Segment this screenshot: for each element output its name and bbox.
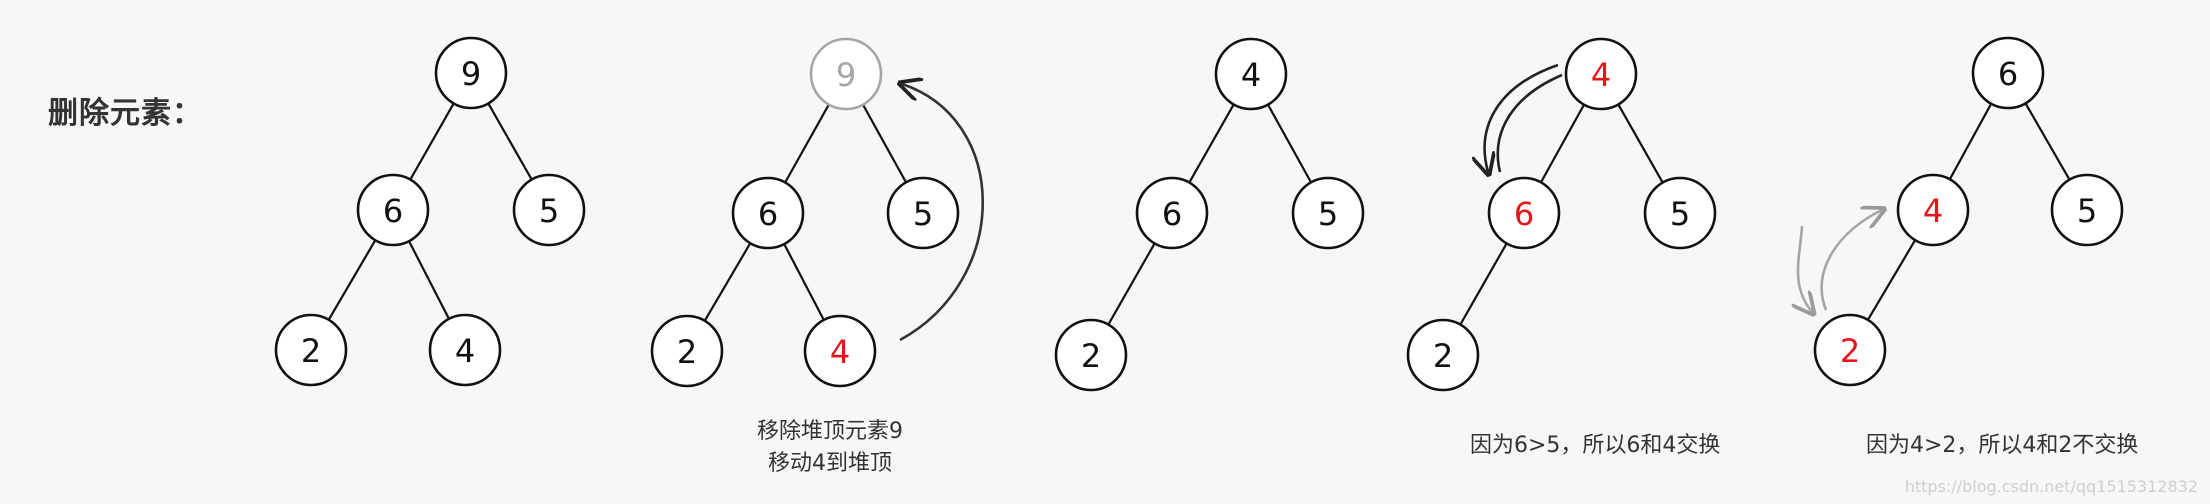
node-value: 4 — [455, 332, 475, 370]
heap-node: 5 — [886, 176, 960, 250]
node-circle — [1214, 37, 1288, 111]
node-value: 2 — [301, 332, 321, 370]
node-value: 4 — [1591, 56, 1611, 94]
node-circle — [1643, 176, 1717, 250]
heap-node: 5 — [2050, 173, 2124, 247]
tree-edge — [1266, 104, 1313, 183]
caption-step5: 因为4>2，所以4和2不交换 — [1866, 433, 2139, 458]
node-circle — [2050, 173, 2124, 247]
heap-node: 6 — [1487, 176, 1561, 250]
node-value: 6 — [1162, 195, 1182, 233]
tree-edge — [408, 240, 450, 320]
tree-edge — [784, 103, 830, 184]
tree-edge — [1539, 104, 1586, 183]
node-value: 6 — [1514, 195, 1534, 233]
node-value: 2 — [677, 333, 697, 371]
node-circle — [803, 314, 877, 388]
node-circle — [731, 176, 805, 250]
tree-edge — [2024, 102, 2071, 181]
tree-edge — [861, 104, 908, 183]
node-value: 2 — [1840, 332, 1860, 370]
watermark: https://blog.csdn.net/qq1515312832 — [1904, 477, 2198, 496]
node-circle — [809, 37, 883, 111]
swap-arrow-outer — [1485, 63, 1559, 172]
heap-node: 2 — [1054, 318, 1128, 392]
node-value: 9 — [836, 56, 856, 94]
node-circle — [1406, 318, 1480, 392]
nodes-layer: 9 6 5 2 4 9 6 5 2 4 4 6 5 2 4 6 5 2 6 4 5 2 — [274, 36, 2124, 392]
node-value: 2 — [1433, 337, 1453, 375]
node-value: 9 — [461, 55, 481, 93]
section-title: 删除元素： — [48, 96, 203, 131]
caption-step2: 移除堆顶元素9 移动4到堆顶 — [720, 416, 940, 480]
tree-edge — [783, 243, 825, 321]
heap-node: 4 — [1896, 173, 1970, 247]
heap-node: 4 — [428, 313, 502, 387]
tree-edge — [409, 102, 455, 181]
node-circle — [356, 173, 430, 247]
node-circle — [512, 173, 586, 247]
node-circle — [434, 36, 508, 110]
node-value: 5 — [2077, 192, 2097, 230]
tree-edge — [487, 102, 533, 181]
heap-node: 4 — [1214, 37, 1288, 111]
node-value: 6 — [758, 195, 778, 233]
heap-node: 5 — [1643, 176, 1717, 250]
heap-node: 2 — [650, 314, 724, 388]
edges-layer — [327, 102, 2071, 326]
heap-node: 4 — [1564, 37, 1638, 111]
heap-node: 4 — [803, 314, 877, 388]
node-circle — [428, 313, 502, 387]
heap-node: 5 — [512, 173, 586, 247]
node-circle — [1896, 173, 1970, 247]
node-value: 6 — [1998, 55, 2018, 93]
tree-edge — [1188, 103, 1235, 184]
heap-node: 2 — [1813, 313, 1887, 387]
compare-arrow-outer — [1798, 225, 1812, 312]
heap-node: 2 — [274, 313, 348, 387]
move-arrow — [900, 84, 985, 342]
swap-arrow-inner — [1496, 73, 1563, 173]
compare-arrow-inner — [1820, 210, 1882, 311]
heap-node: 6 — [1135, 176, 1209, 250]
node-value: 4 — [1923, 192, 1943, 230]
heap-node: 6 — [1971, 36, 2045, 110]
node-circle — [1813, 313, 1887, 387]
node-value: 5 — [913, 195, 933, 233]
tree-edge — [1459, 242, 1508, 326]
node-value: 5 — [539, 192, 559, 230]
node-circle — [274, 313, 348, 387]
node-circle — [886, 176, 960, 250]
node-circle — [1135, 176, 1209, 250]
heap-node: 6 — [731, 176, 805, 250]
tree-edge — [1107, 242, 1156, 326]
node-value: 6 — [383, 192, 403, 230]
heap-node: 6 — [356, 173, 430, 247]
tree-edge — [1866, 239, 1917, 321]
node-circle — [1564, 37, 1638, 111]
node-circle — [650, 314, 724, 388]
node-circle — [1054, 318, 1128, 392]
arrows-layer — [900, 63, 1882, 342]
heap-node: 5 — [1291, 176, 1365, 250]
node-circle — [1487, 176, 1561, 250]
node-value: 5 — [1670, 195, 1690, 233]
tree-edge — [1948, 103, 1993, 180]
caption-step4: 因为6>5，所以6和4交换 — [1470, 433, 1721, 458]
node-value: 5 — [1318, 195, 1338, 233]
node-circle — [1971, 36, 2045, 110]
tree-edge — [327, 239, 377, 321]
heap-node: 9 — [809, 37, 883, 111]
caption-step2-line2: 移动4到堆顶 — [768, 451, 892, 476]
heap-node: 9 — [434, 36, 508, 110]
tree-edge — [1617, 103, 1664, 184]
tree-edge — [703, 242, 752, 322]
node-value: 4 — [1241, 56, 1261, 94]
heap-node: 2 — [1406, 318, 1480, 392]
node-value: 4 — [830, 333, 850, 371]
caption-step2-line1: 移除堆顶元素9 — [757, 419, 903, 444]
node-value: 2 — [1081, 337, 1101, 375]
node-circle — [1291, 176, 1365, 250]
